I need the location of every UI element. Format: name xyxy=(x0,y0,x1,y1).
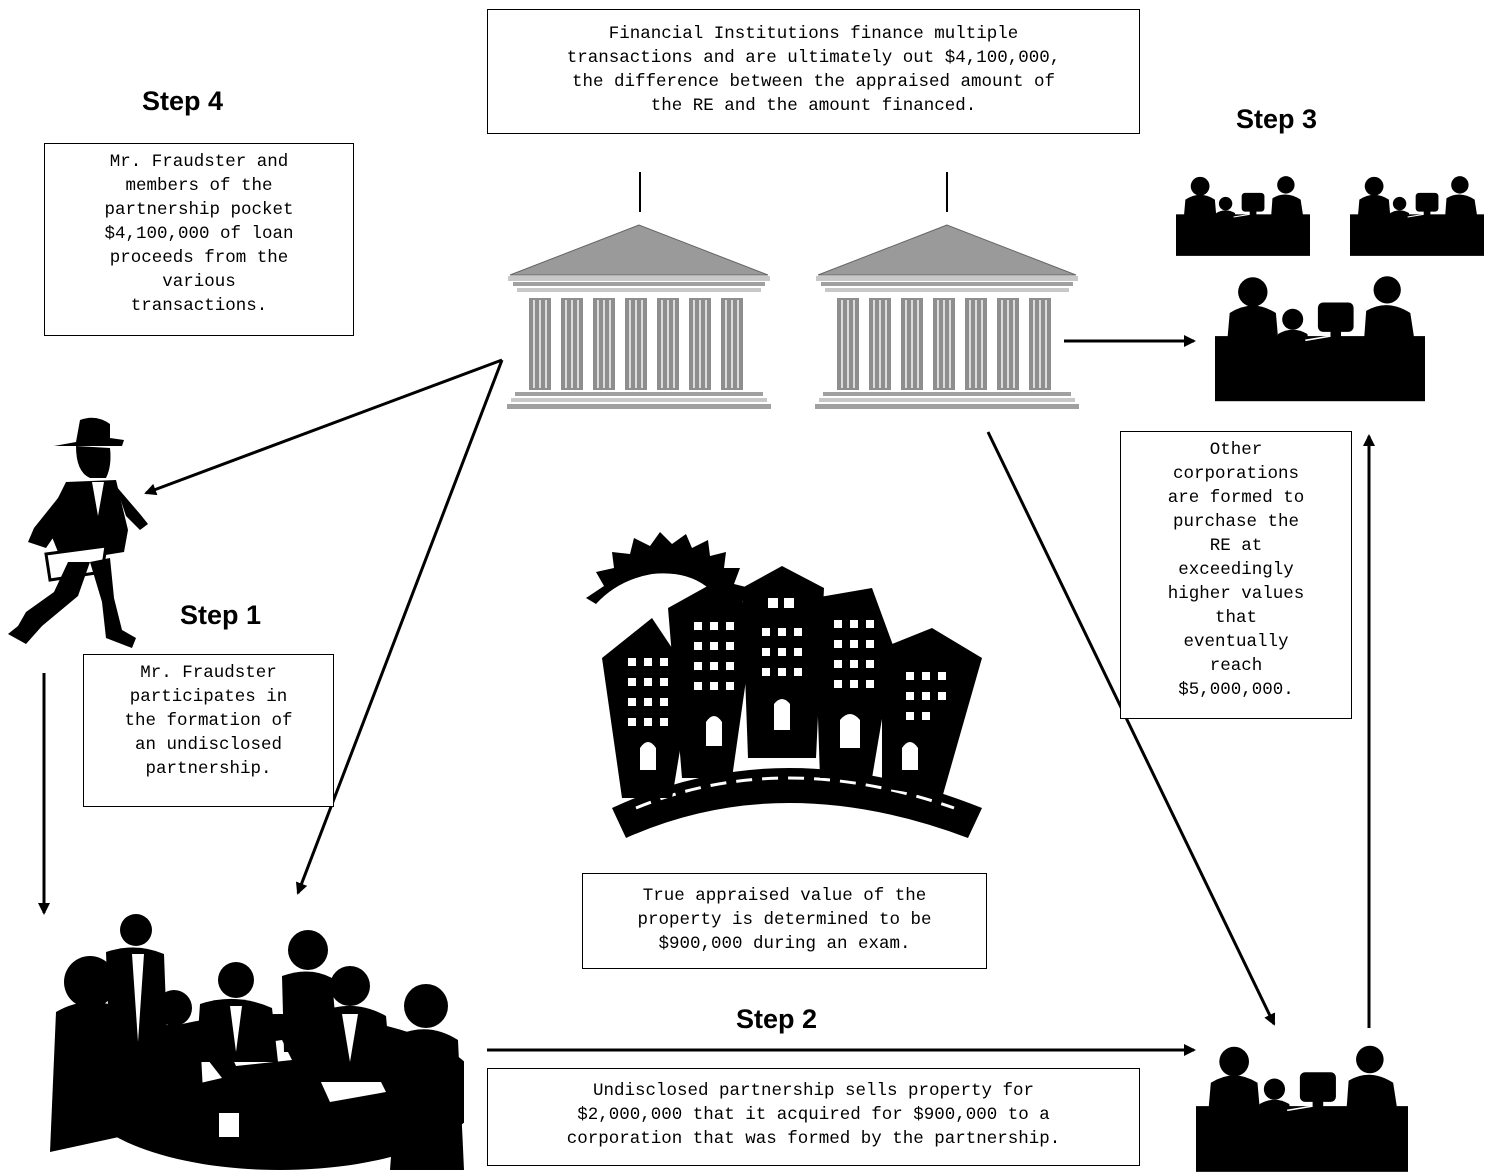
arrow-bank-to-partnership xyxy=(295,359,504,895)
office-workers-icon xyxy=(1215,276,1425,402)
step3-heading: Step 3 xyxy=(1236,104,1318,134)
bank-building-icon xyxy=(815,224,1079,409)
meeting-group-icon xyxy=(50,914,464,1170)
financial-institutions-box: Financial Institutions finance multiple … xyxy=(487,9,1140,134)
office-workers-icon xyxy=(1176,176,1310,256)
office-workers-icon xyxy=(1196,1045,1408,1172)
step1-heading: Step 1 xyxy=(180,600,262,630)
step4-heading: Step 4 xyxy=(142,86,224,116)
bank-building-icon xyxy=(507,224,771,409)
office-workers-icon xyxy=(1350,176,1484,256)
appraised-value-box: True appraised value of the property is … xyxy=(582,873,987,969)
step2-heading: Step 2 xyxy=(736,1004,818,1034)
arrow-bank-to-fraudster xyxy=(144,358,503,496)
arrow-bank-to-corporation xyxy=(986,431,1276,1026)
step2-description-box: Undisclosed partnership sells property f… xyxy=(487,1068,1140,1166)
step3-description-box: Other corporations are formed to purchas… xyxy=(1120,431,1352,719)
city-buildings-icon xyxy=(586,532,982,838)
step4-description-box: Mr. Fraudster and members of the partner… xyxy=(44,143,354,336)
running-man-icon xyxy=(8,417,148,648)
step1-description-box: Mr. Fraudster participates in the format… xyxy=(83,654,334,807)
